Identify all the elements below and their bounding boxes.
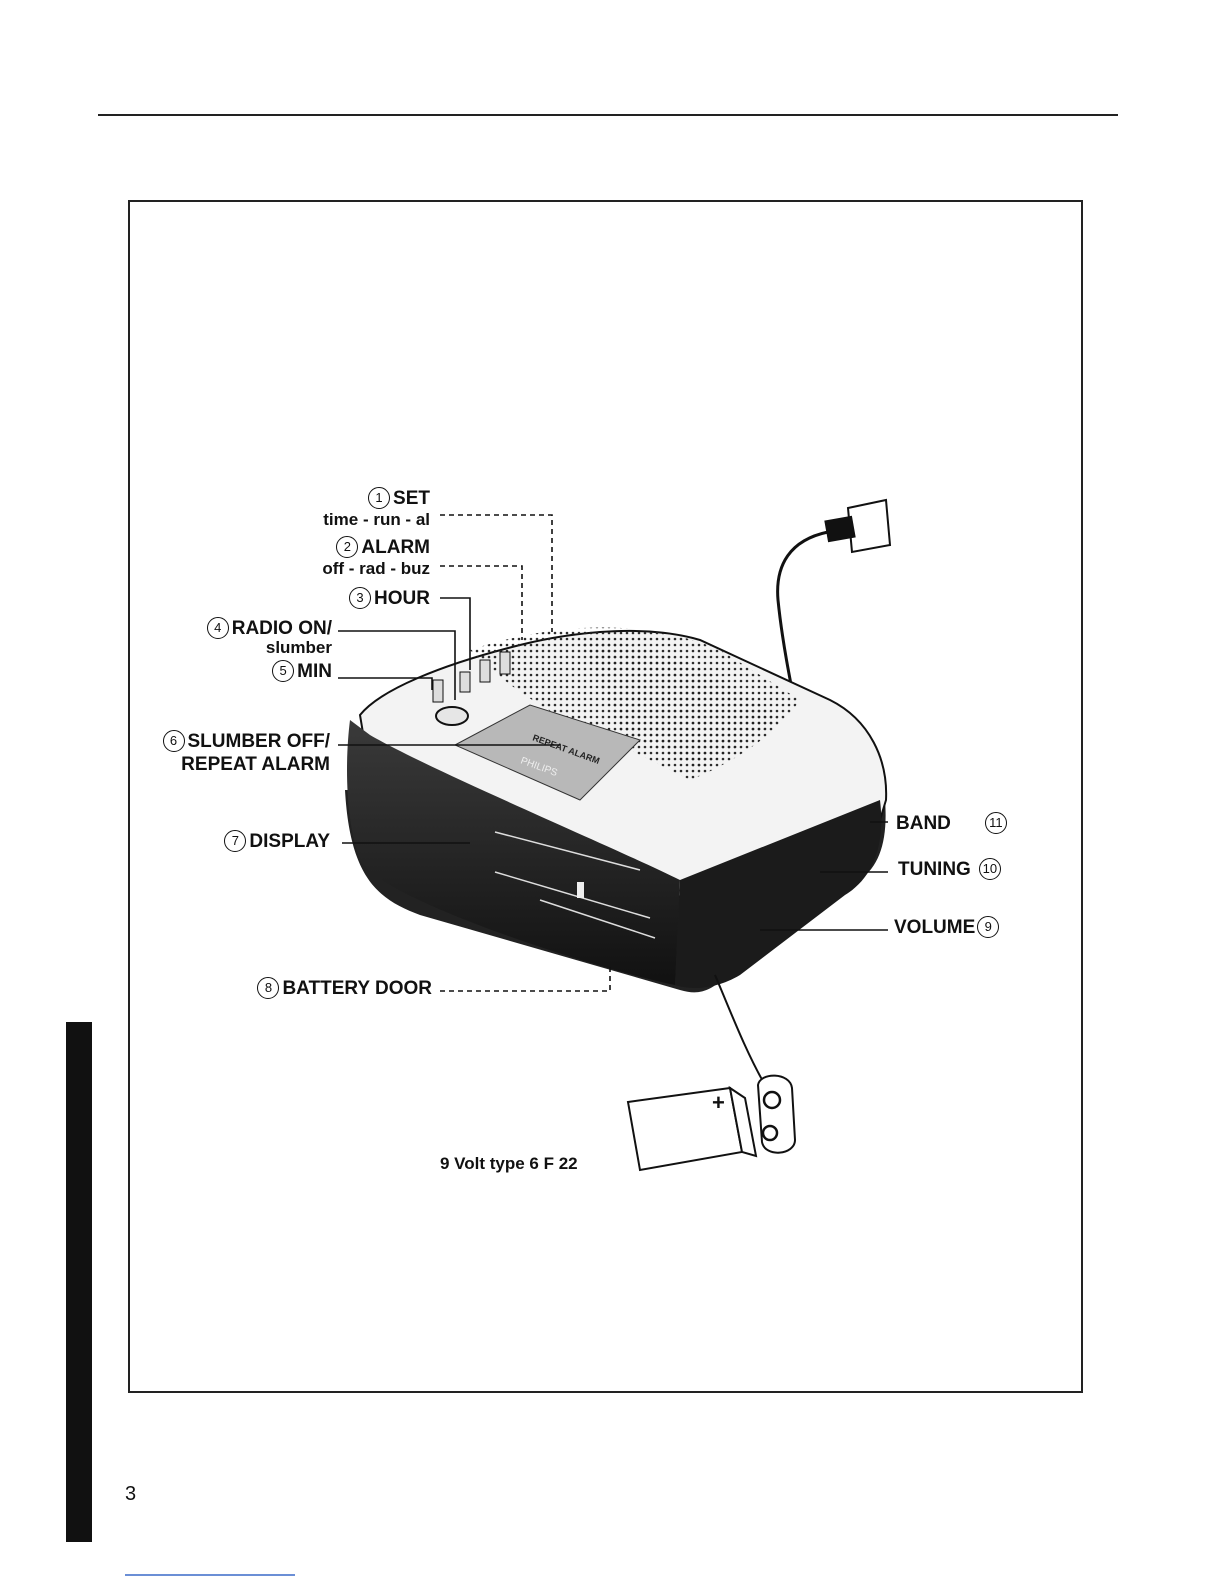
battery-polarity: + xyxy=(712,1090,725,1115)
clock-radio-body xyxy=(345,628,886,993)
battery-type-label: 9 Volt type 6 F 22 xyxy=(440,1155,578,1172)
page-number: 3 xyxy=(125,1484,136,1504)
battery-icon xyxy=(628,1088,756,1170)
